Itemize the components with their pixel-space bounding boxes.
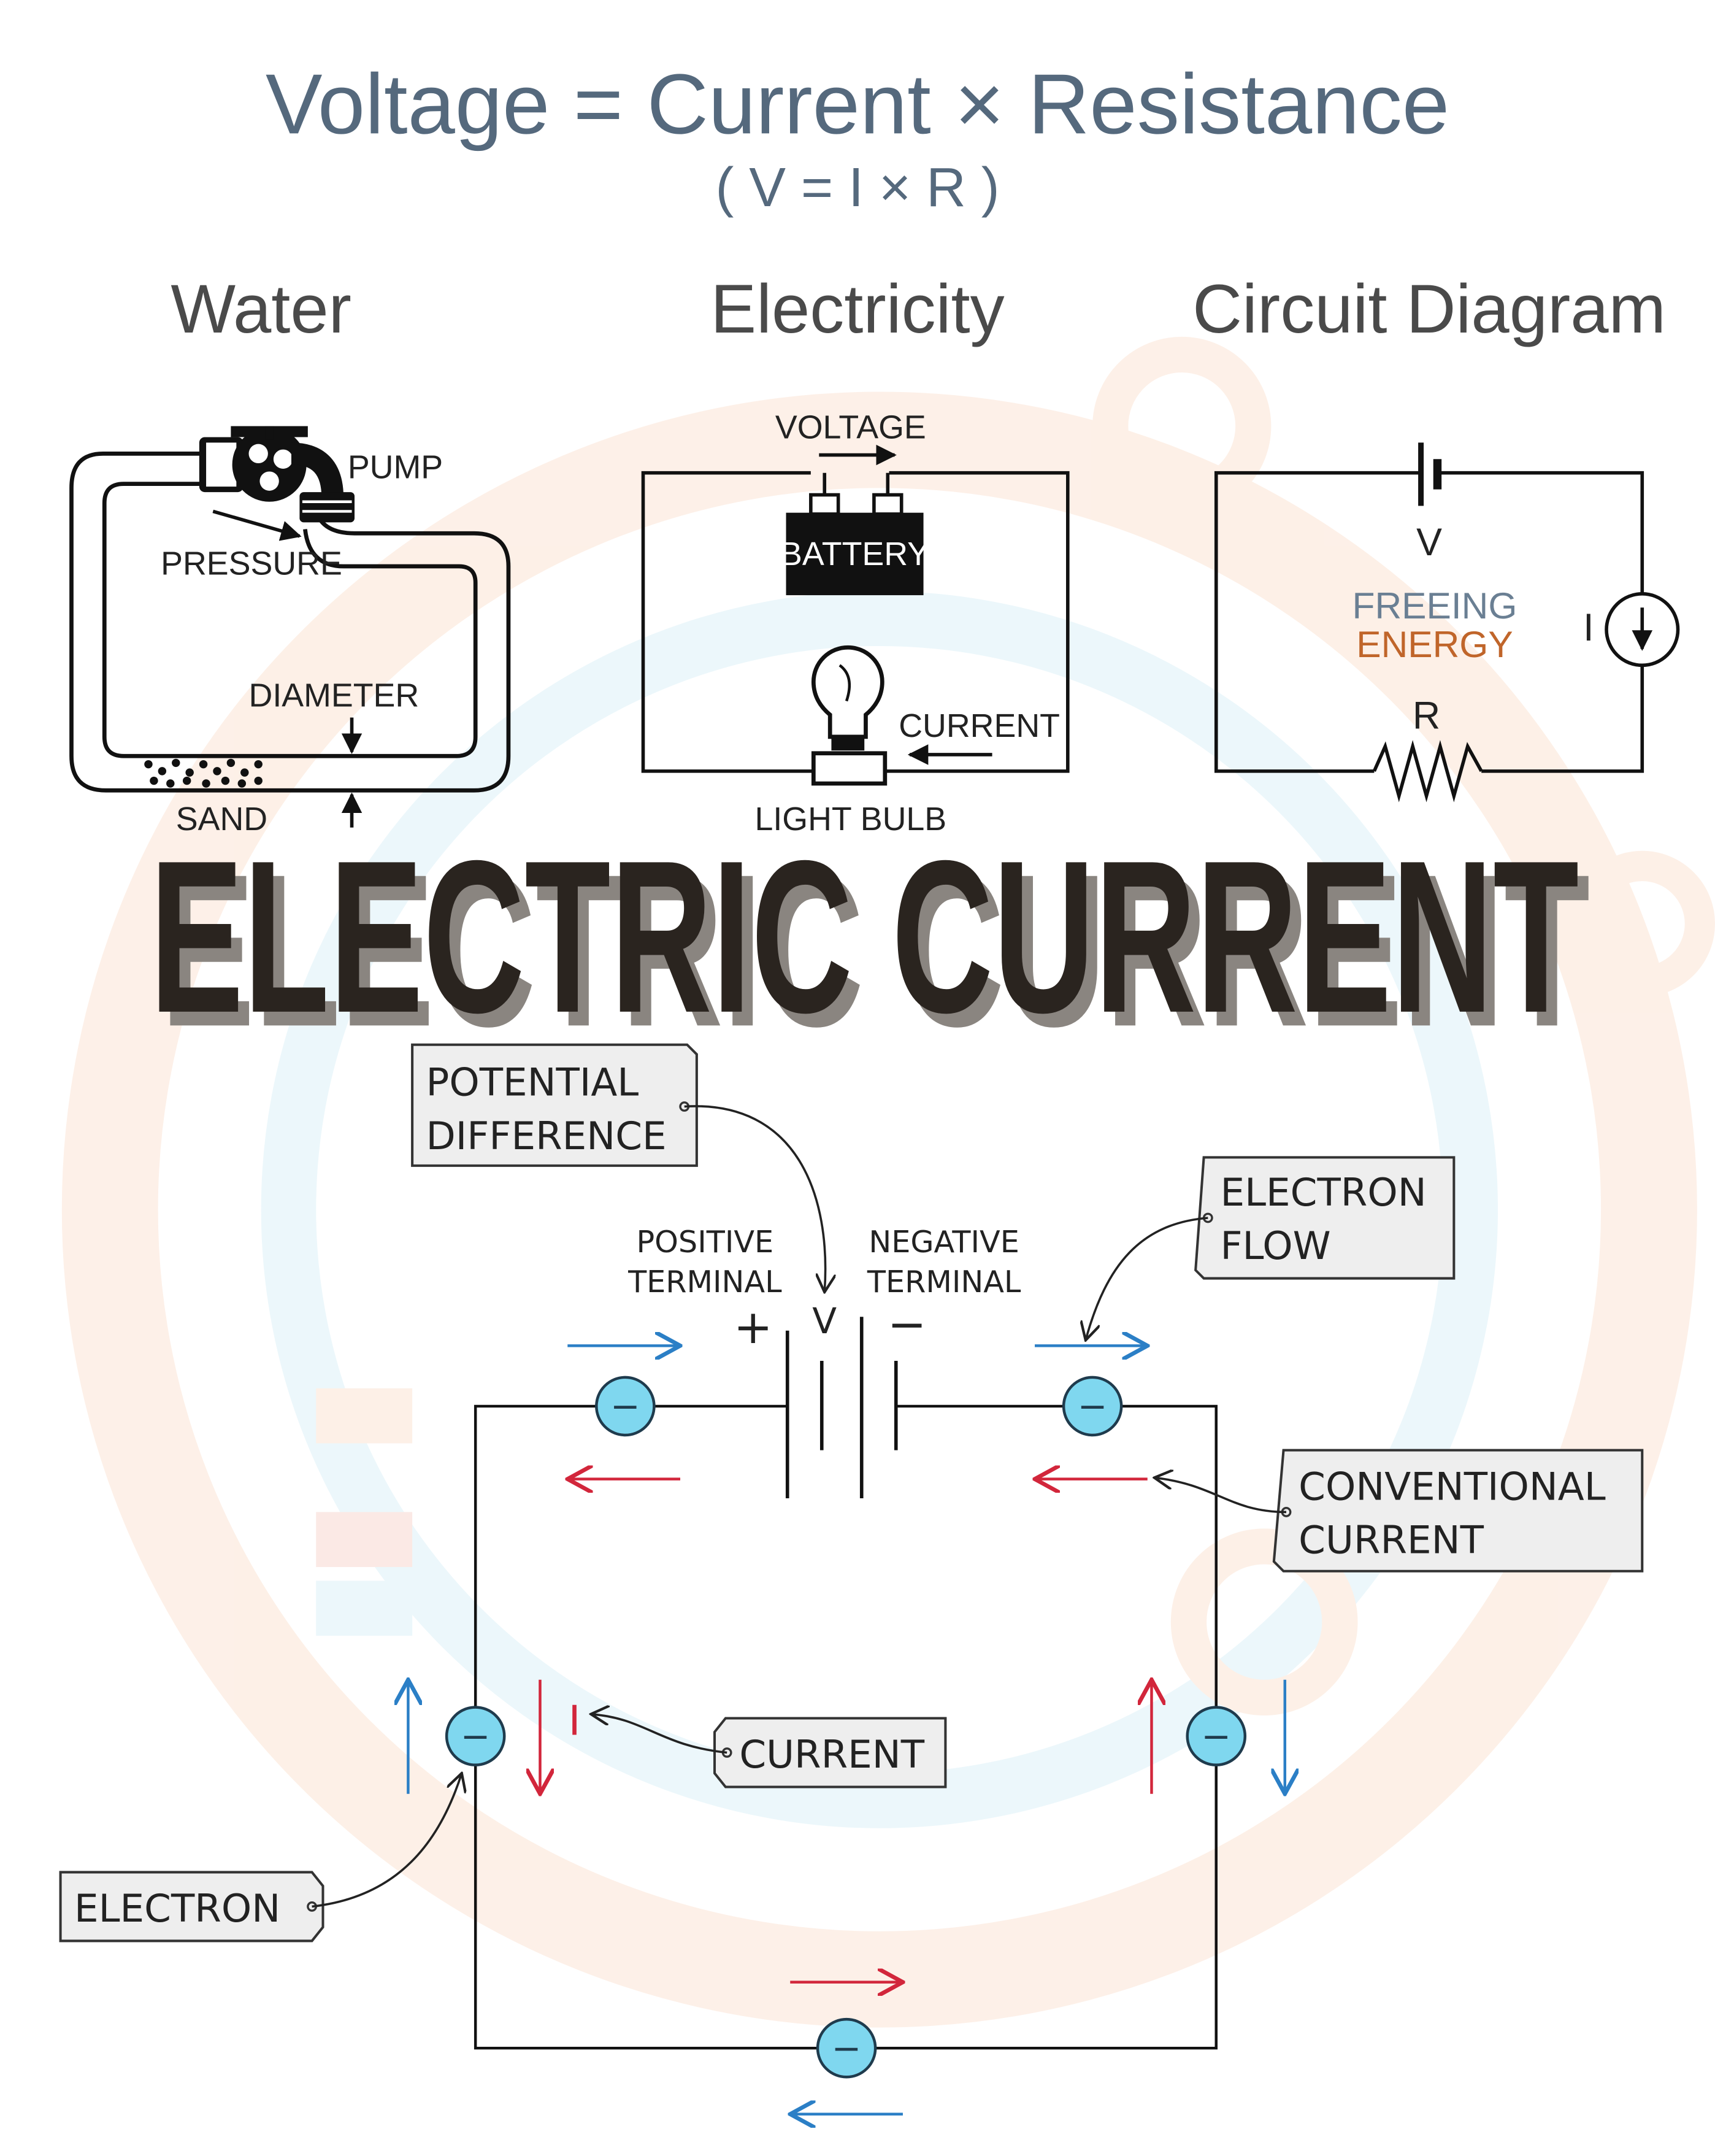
gear-icon [1092, 336, 1272, 516]
banner-shadow: ELECTRIC CURRENT [161, 830, 1590, 1072]
water-diagram: PUMP PRESSURE DIAMETER SAND [69, 426, 511, 837]
resistor-symbol [1372, 740, 1483, 803]
label-negative-terminal: TERMINAL [867, 1264, 1021, 1299]
heading-electricity: Electricity [710, 271, 1004, 347]
svg-text:−: − [832, 2027, 862, 2069]
label-v-lower: V [812, 1300, 837, 1342]
plus-sign: + [734, 1299, 773, 1354]
label-light-bulb: LIGHT BULB [754, 801, 946, 837]
banner: ELECTRIC CURRENT ELECTRIC CURRENT [150, 816, 1590, 1072]
electron-left: − [445, 1706, 506, 1766]
heading-circuit-diagram: Circuit Diagram [1192, 271, 1666, 347]
circuit-diagram: V FREEING ENERGY I R [1214, 442, 1680, 803]
label-freeing: FREEING [1352, 585, 1517, 626]
label-electron-flow-1: ELECTRON [1220, 1170, 1426, 1215]
gear-icon [1569, 850, 1715, 997]
label-positive-terminal: TERMINAL [627, 1264, 782, 1299]
label-conventional: CONVENTIONAL [1299, 1464, 1606, 1509]
electron-top-right: − [1062, 1376, 1123, 1437]
label-battery: BATTERY [780, 536, 929, 572]
label-diameter: DIAMETER [249, 677, 420, 714]
label-voltage: VOLTAGE [775, 409, 926, 446]
page-title: Voltage = Current × Resistance [266, 56, 1449, 152]
svg-text:−: − [1078, 1385, 1108, 1427]
label-electron: ELECTRON [74, 1886, 280, 1931]
electron-top-left: − [595, 1376, 656, 1437]
formula: ( V = I × R ) [715, 156, 999, 218]
label-i-circuit: I [1583, 606, 1594, 649]
label-difference: DIFFERENCE [426, 1114, 667, 1158]
svg-text:−: − [1201, 1715, 1231, 1757]
electron-right: − [1186, 1706, 1247, 1766]
svg-text:−: − [461, 1715, 491, 1757]
light-bulb-icon [811, 645, 888, 786]
heading-water: Water [171, 271, 351, 347]
electron-bottom: − [816, 2017, 877, 2079]
label-energy: ENERGY [1356, 623, 1513, 665]
label-electron-flow-2: FLOW [1220, 1223, 1330, 1268]
label-negative: NEGATIVE [869, 1224, 1019, 1260]
label-potential: POTENTIAL [426, 1060, 639, 1105]
minus-sign: − [888, 1296, 927, 1351]
label-v-circuit: V [1416, 521, 1442, 564]
label-positive: POSITIVE [636, 1224, 773, 1260]
label-i-lower: I [569, 1696, 581, 1744]
banner-title: ELECTRIC CURRENT [150, 816, 1579, 1058]
electricity-diagram: BATTERY VOLTAGE CURRENT LIGHT BULB [641, 409, 1070, 837]
label-pressure: PRESSURE [161, 545, 342, 582]
label-sand: SAND [176, 801, 267, 837]
label-r-circuit: R [1413, 694, 1440, 737]
sand-particles [144, 758, 263, 788]
label-pump: PUMP [348, 449, 443, 486]
gear-icon [1170, 1528, 1358, 1716]
svg-text:−: − [610, 1385, 640, 1427]
label-current-electricity: CURRENT [899, 707, 1060, 744]
pump-icon [199, 426, 355, 523]
label-conventional-current: CURRENT [1299, 1518, 1484, 1563]
battery-icon [786, 512, 924, 596]
electron-circuit: POTENTIAL DIFFERENCE POSITIVE TERMINAL N… [59, 1043, 1644, 2114]
label-current-lower: CURRENT [739, 1732, 924, 1777]
